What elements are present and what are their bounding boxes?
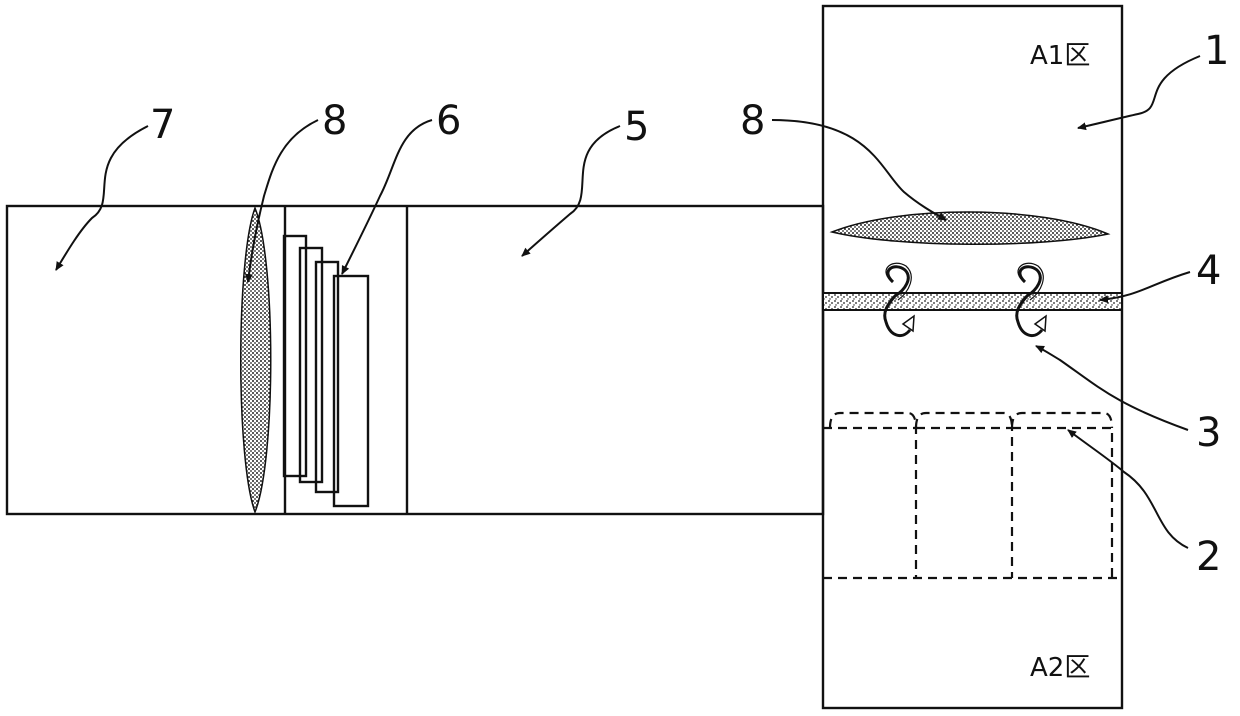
- label-2: 2: [1196, 534, 1221, 580]
- membrane-right: [832, 212, 1108, 244]
- zone-upper-label: A1区: [1030, 41, 1090, 71]
- leader-2: [1068, 430, 1188, 548]
- leader-7: [56, 126, 148, 270]
- leader-1: [1078, 56, 1200, 128]
- leader-3: [1036, 346, 1188, 430]
- membrane-left: [241, 208, 271, 512]
- label-8-left: 8: [322, 98, 347, 144]
- plate: [823, 293, 1122, 310]
- label-5: 5: [624, 104, 649, 150]
- leader-5: [522, 126, 620, 256]
- label-3: 3: [1196, 410, 1221, 456]
- stacked-plates: [284, 236, 368, 506]
- label-1: 1: [1204, 28, 1229, 74]
- label-6: 6: [436, 98, 461, 144]
- chamber-right: [823, 6, 1122, 708]
- duct-body: [7, 206, 823, 514]
- zone-lower-label: A2区: [1030, 653, 1090, 683]
- leader-6: [342, 120, 432, 274]
- label-7: 7: [150, 102, 175, 148]
- label-4: 4: [1196, 248, 1221, 294]
- label-8-right: 8: [740, 98, 765, 144]
